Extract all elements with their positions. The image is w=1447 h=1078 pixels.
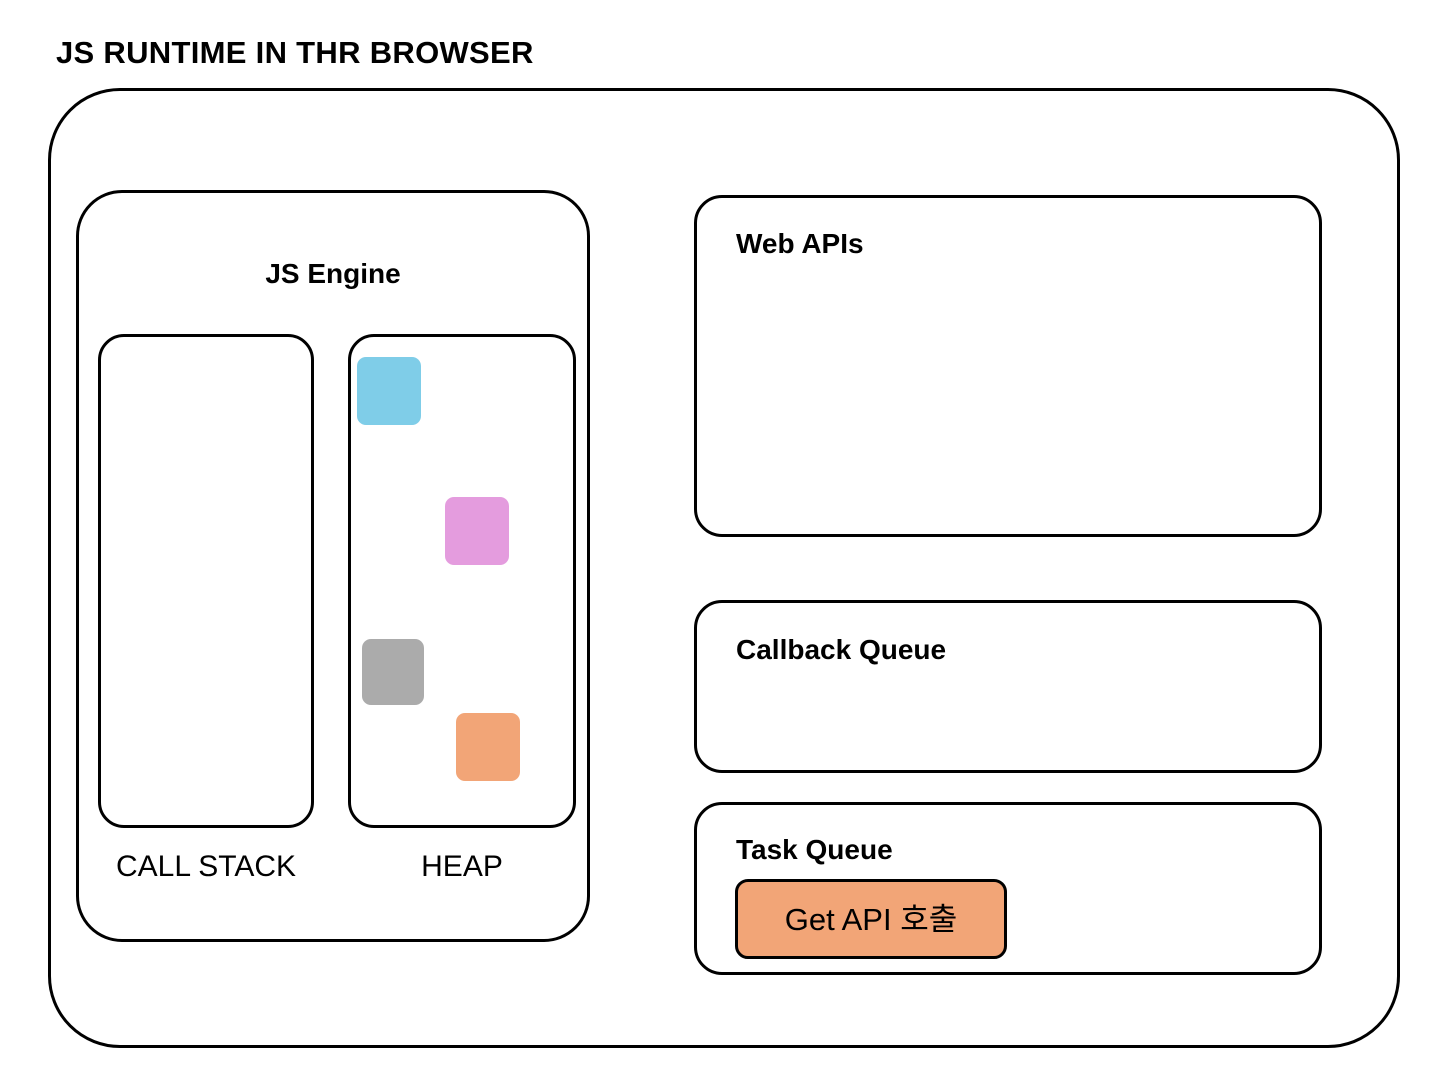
- web-apis-panel: [694, 195, 1322, 537]
- call-stack-label: CALL STACK: [115, 850, 297, 883]
- js-engine-title: JS Engine: [265, 258, 401, 289]
- js-runtime-container: [48, 88, 1400, 1048]
- callback-queue-title: Callback Queue: [736, 634, 947, 665]
- heap-box: [348, 334, 576, 828]
- task-queue-title: Task Queue: [736, 834, 893, 865]
- heap-block-orange: [456, 713, 520, 781]
- task-queue-panel: [694, 802, 1322, 975]
- heap-label: HEAP: [421, 850, 503, 883]
- page-title: JS RUNTIME IN THR BROWSER: [56, 35, 534, 70]
- call-stack-box: [98, 334, 314, 828]
- heap-block-blue: [357, 357, 421, 425]
- web-apis-title: Web APIs: [736, 228, 864, 259]
- heap-block-gray: [362, 639, 424, 705]
- task-queue-item-get-api[interactable]: Get API 호출: [735, 879, 1007, 959]
- heap-block-pink: [445, 497, 509, 565]
- callback-queue-panel: [694, 600, 1322, 773]
- js-engine-panel: [76, 190, 590, 942]
